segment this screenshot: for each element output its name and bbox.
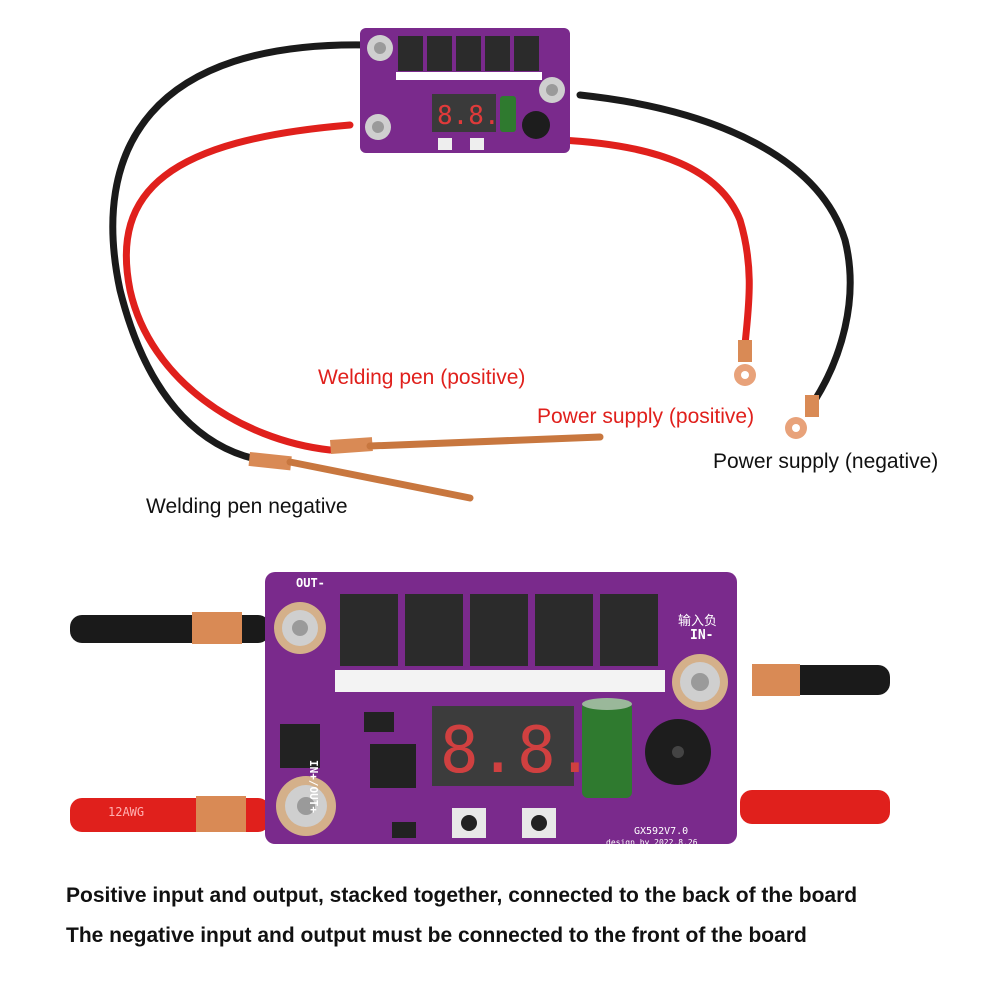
silk-in-neg: IN-: [690, 628, 714, 643]
ring-lug-negative: [785, 395, 819, 439]
black-wire-left: [109, 41, 374, 464]
label-welding-pen-positive: Welding pen (positive): [318, 366, 526, 389]
silk-design: design by 2022.8.26: [606, 838, 698, 847]
label-power-supply-negative: Power supply (negative): [713, 450, 939, 473]
caption-line-2: The negative input and output must be co…: [66, 924, 807, 947]
red-wire-supply: [556, 136, 753, 349]
silk-out-neg: OUT-: [296, 576, 325, 590]
bolt-positive: [276, 776, 336, 836]
wire-gauge-text: 12AWG: [108, 805, 145, 819]
label-power-supply-positive: Power supply (positive): [537, 405, 755, 428]
red-wire-pen: [122, 121, 354, 454]
welding-pen-negative: [248, 452, 474, 502]
bolt-in-negative: [672, 654, 728, 710]
pcb-closeup: 8.8.8: [192, 572, 800, 844]
closeup-red-wire-right: [740, 790, 890, 824]
silk-in-out-pos: IN+/OUT+: [307, 760, 320, 813]
welding-pen-positive: [329, 433, 604, 454]
silk-version: GX592V7.0: [634, 826, 689, 837]
black-wire-right: [576, 91, 854, 404]
caption-line-1: Positive input and output, stacked toget…: [66, 884, 858, 907]
label-welding-pen-negative: Welding pen negative: [146, 495, 348, 518]
ring-lug-positive: [734, 340, 756, 386]
bolt-out-negative: [274, 602, 326, 654]
pcb-small: 8.8.8: [360, 28, 570, 153]
silk-in-neg-cn: 输入负: [678, 614, 718, 629]
